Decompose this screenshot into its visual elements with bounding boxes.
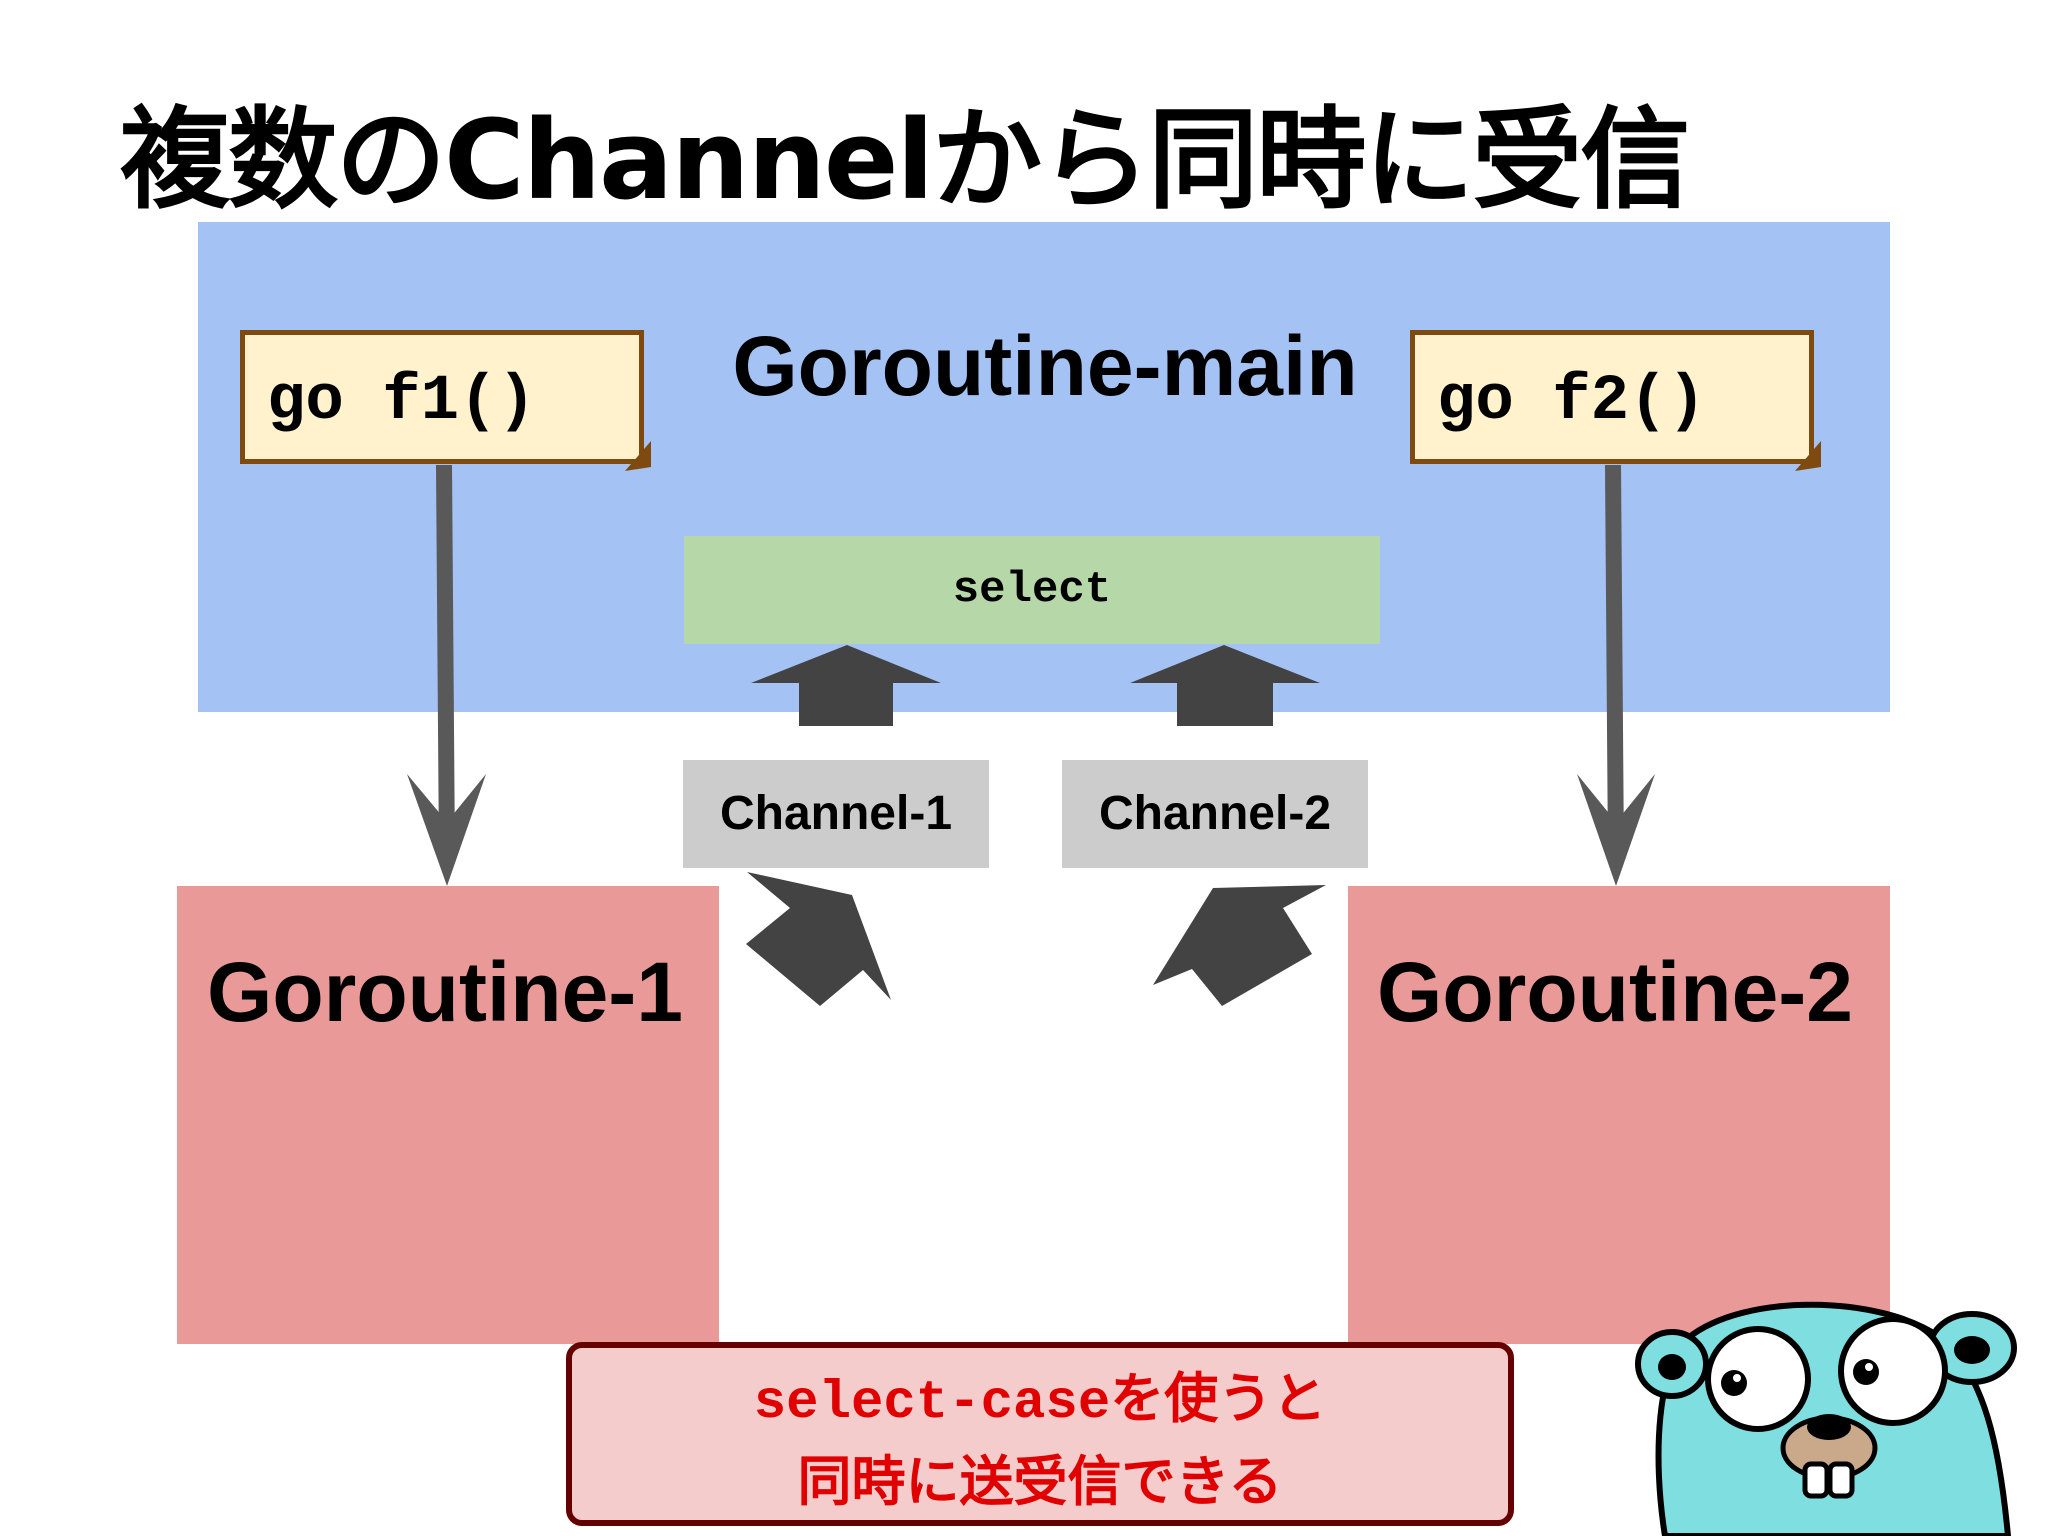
goroutine-2-box: [1348, 886, 1890, 1344]
note-fold-2-icon: [1795, 441, 1821, 471]
callout-text: を使うと: [1110, 1367, 1327, 1430]
go-f1-note: go f1(): [240, 330, 644, 464]
spawn-arrow-2: [1577, 464, 1655, 886]
channel-2-box: Channel-2: [1062, 760, 1368, 868]
spawn-arrow-1: [407, 464, 486, 886]
callout-line-1: select-caseを使うと: [572, 1348, 1508, 1443]
channel-1-to-select-arrow: [751, 645, 941, 726]
goroutine-1-box: [177, 886, 719, 1344]
goroutine-main-label: Goroutine-main: [732, 319, 1358, 413]
goroutine-2-label: Goroutine-2: [1377, 945, 1853, 1039]
select-box: select: [684, 536, 1380, 644]
callout-code: select-case: [753, 1373, 1111, 1434]
gopher-mascot-icon: [1635, 1301, 2017, 1536]
slide-title: 複数のChannelから同時に受信: [120, 96, 1690, 224]
callout-line-2: 同時に送受信できる: [797, 1450, 1283, 1513]
goroutine-1-label: Goroutine-1: [207, 945, 683, 1039]
channel-2-to-select-arrow: [1130, 645, 1320, 726]
go-f2-note: go f2(): [1410, 330, 1814, 464]
goroutine-1-to-channel-1-arrow: [746, 872, 891, 1006]
goroutine-2-to-channel-2-arrow: [1153, 885, 1326, 1006]
note-fold-1-icon: [625, 441, 651, 471]
channel-1-box: Channel-1: [683, 760, 989, 868]
callout-box: select-caseを使うと 同時に送受信できる: [566, 1342, 1514, 1526]
